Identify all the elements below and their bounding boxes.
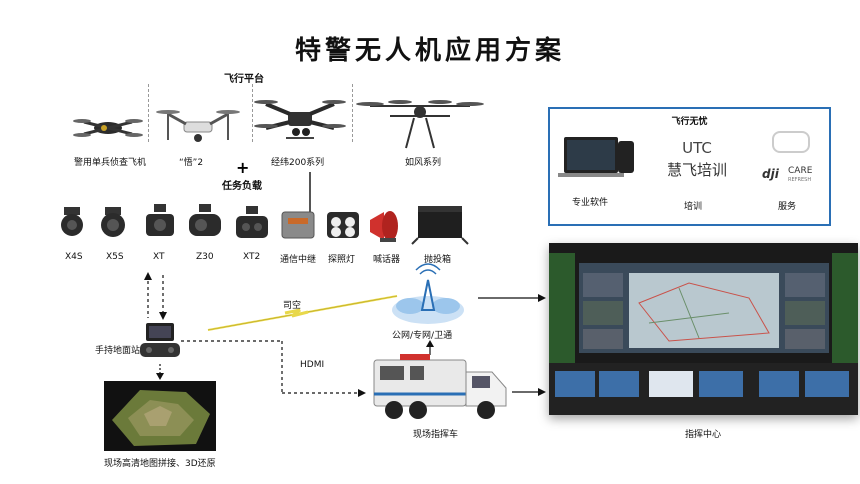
drone-icon	[156, 110, 240, 142]
payload-heading: 任务负载	[222, 181, 262, 192]
laptop-icon	[564, 137, 618, 173]
command-center-label: 指挥中心	[685, 430, 722, 440]
divider	[352, 84, 353, 142]
link-hdmi-label: HDMI	[300, 360, 325, 370]
service-label: 服务	[778, 202, 797, 212]
payload-label: X5S	[106, 252, 124, 262]
controller-icon	[140, 323, 180, 357]
divider	[252, 84, 253, 142]
searchlight-icon	[327, 212, 359, 238]
dji-logo: dji	[762, 167, 779, 181]
link-sikong-label: 司空	[283, 301, 302, 311]
payload-label: XT	[153, 252, 165, 262]
payload-label: 通信中继	[280, 255, 317, 265]
divider	[148, 84, 149, 142]
network-tower-icon	[392, 263, 464, 324]
drone-icon	[254, 100, 346, 139]
platform-label: 警用单兵侦查飞机	[74, 158, 147, 168]
drone-icon	[73, 119, 143, 137]
command-center-image	[549, 243, 858, 415]
platform-label: 如风系列	[405, 158, 442, 168]
utc-training-text: 慧飞培训	[666, 161, 727, 179]
service-label: 培训	[684, 202, 703, 212]
camera-z30-icon	[189, 204, 221, 236]
care-text: CARE	[788, 166, 813, 176]
services-heading: 飞行无忧	[671, 117, 708, 127]
payload-label: 抛投箱	[424, 255, 452, 265]
vehicle-label: 现场指挥车	[413, 430, 459, 440]
camera-x4s-icon	[61, 207, 83, 236]
page-title: 特警无人机应用方案	[294, 36, 565, 66]
plus-icon: +	[236, 158, 250, 177]
payload-label: XT2	[243, 252, 261, 262]
map-label: 现场高清地图拼接、3D还原	[104, 459, 216, 469]
services-panel: 飞行无忧 UTC 慧飞培训 dji CARE REFRESH 专业软件 培训 服…	[548, 107, 831, 226]
payload-label: Z30	[196, 252, 214, 262]
command-vehicle-icon	[373, 354, 507, 419]
relay-icon	[281, 172, 315, 239]
payload-label: 探照灯	[328, 255, 356, 265]
drone-icon	[772, 131, 810, 153]
platform-label: “悟”2	[179, 158, 204, 168]
speaker-icon	[370, 211, 398, 242]
refresh-text: REFRESH	[788, 177, 812, 183]
payload-label: X4S	[65, 252, 83, 262]
laptop-base	[558, 173, 624, 177]
phone-icon	[618, 141, 634, 173]
platform-label: 经纬200系列	[271, 158, 325, 168]
camera-xt2-icon	[236, 206, 268, 238]
flight-platform-heading: 飞行平台	[224, 74, 264, 85]
drone-icon	[356, 100, 484, 149]
camera-xt-icon	[146, 204, 174, 236]
payload-label: 喊话器	[373, 255, 401, 265]
ground-station-label: 手持地面站	[95, 346, 141, 356]
camera-x5s-icon	[101, 207, 125, 237]
utc-logo: UTC	[682, 139, 712, 157]
service-label: 专业软件	[572, 198, 609, 208]
drop-box-icon	[411, 206, 469, 245]
network-label: 公网/专网/卫通	[392, 331, 453, 341]
